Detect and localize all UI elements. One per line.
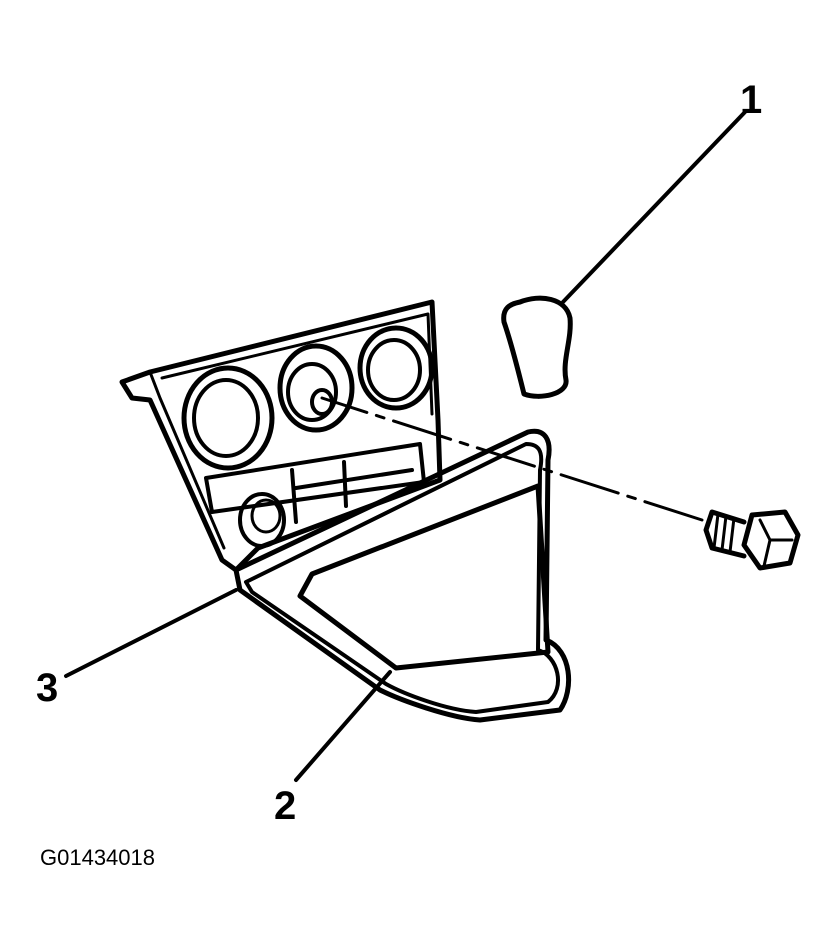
console-trim-assembly [119,299,572,723]
leader-line-3 [64,588,238,678]
shift-knob [501,295,573,399]
callout-2: 2 [274,784,297,828]
callout-1: 1 [740,78,763,122]
leader-line-1 [561,110,747,304]
small-round-switch [238,492,286,548]
figure-id: G01434018 [40,845,155,870]
control-knob-left [181,365,275,471]
control-knob-center [277,343,355,433]
control-knob-right [357,325,435,411]
callout-3: 3 [36,666,59,710]
leader-line-2 [294,670,392,782]
installation-line [320,396,704,522]
bolt [703,509,801,571]
